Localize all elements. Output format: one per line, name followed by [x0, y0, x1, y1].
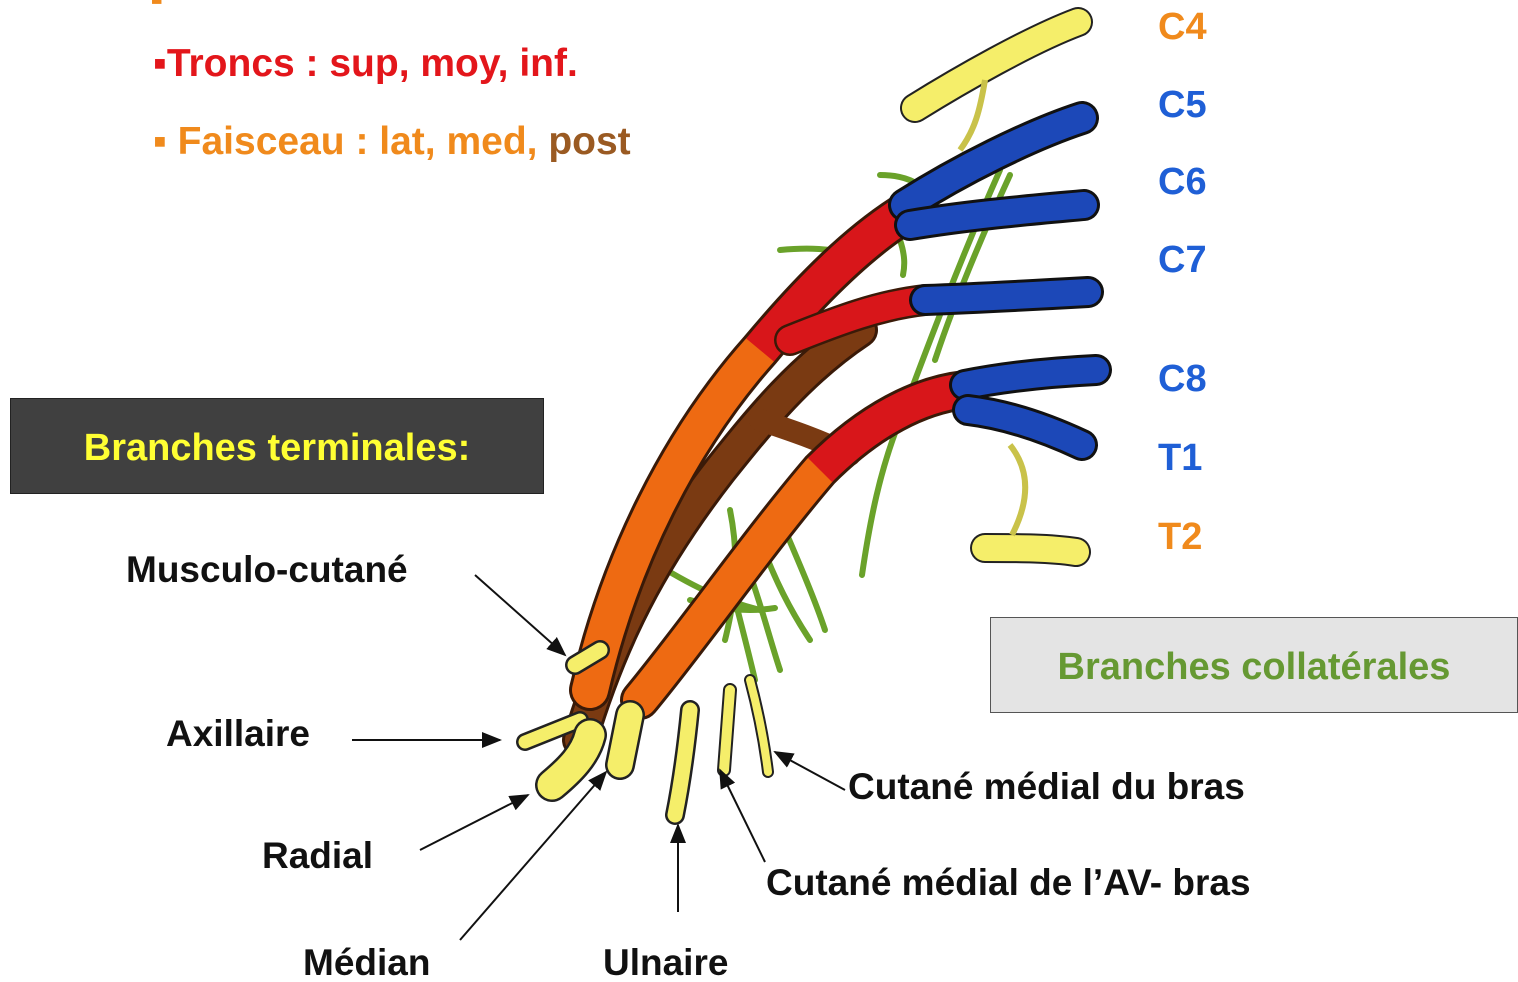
label-cutane-medial-bras: Cutané médial du bras [848, 768, 1245, 805]
label-median: Médian [303, 944, 430, 981]
root-label-c4: C4 [1158, 8, 1207, 46]
faisceau-bullet: ▪ [153, 120, 167, 163]
branches-collaterales-box: Branches collatérales [990, 617, 1518, 713]
arrow-median [460, 772, 606, 940]
arrow-cutane-avbras [720, 770, 765, 862]
root-label-c8: C8 [1158, 360, 1207, 398]
label-cutane-medial-avbras: Cutané médial de l’AV- bras [766, 864, 1251, 901]
faisceau-text: Faisceau : [178, 120, 380, 163]
label-axillaire: Axillaire [166, 715, 310, 752]
arrow-cutane-bras [775, 752, 845, 790]
root-label-c5: C5 [1158, 86, 1207, 124]
branches-collaterales-title: Branches collatérales [991, 646, 1517, 689]
label-ulnaire: Ulnaire [603, 944, 728, 981]
faisceau-line: ▪ Faisceau : lat, med, post [153, 122, 631, 161]
label-radial: Radial [262, 837, 373, 874]
root-label-t1: T1 [1158, 439, 1202, 477]
root-label-c7: C7 [1158, 241, 1207, 279]
troncs-bullet: ▪ [153, 42, 167, 85]
faisceau-post: post [548, 120, 630, 163]
branches-terminales-title: Branches terminales: [11, 427, 543, 470]
troncs-line: ▪Troncs : sup, moy, inf. [153, 44, 578, 83]
arrow-radial [420, 795, 528, 850]
label-musculo-cutane: Musculo-cutané [126, 551, 408, 588]
faisceau-lat-med: lat, med, [379, 120, 548, 163]
root-label-t2: T2 [1158, 518, 1202, 556]
t2-nerve [985, 445, 1076, 552]
arrow-musculo-cutane [475, 575, 565, 655]
partial-heading: ▪ [150, 0, 163, 18]
root-label-c6: C6 [1158, 163, 1207, 201]
branches-terminales-box: Branches terminales: [10, 398, 544, 494]
troncs-text: Troncs : sup, moy, inf. [167, 42, 578, 85]
